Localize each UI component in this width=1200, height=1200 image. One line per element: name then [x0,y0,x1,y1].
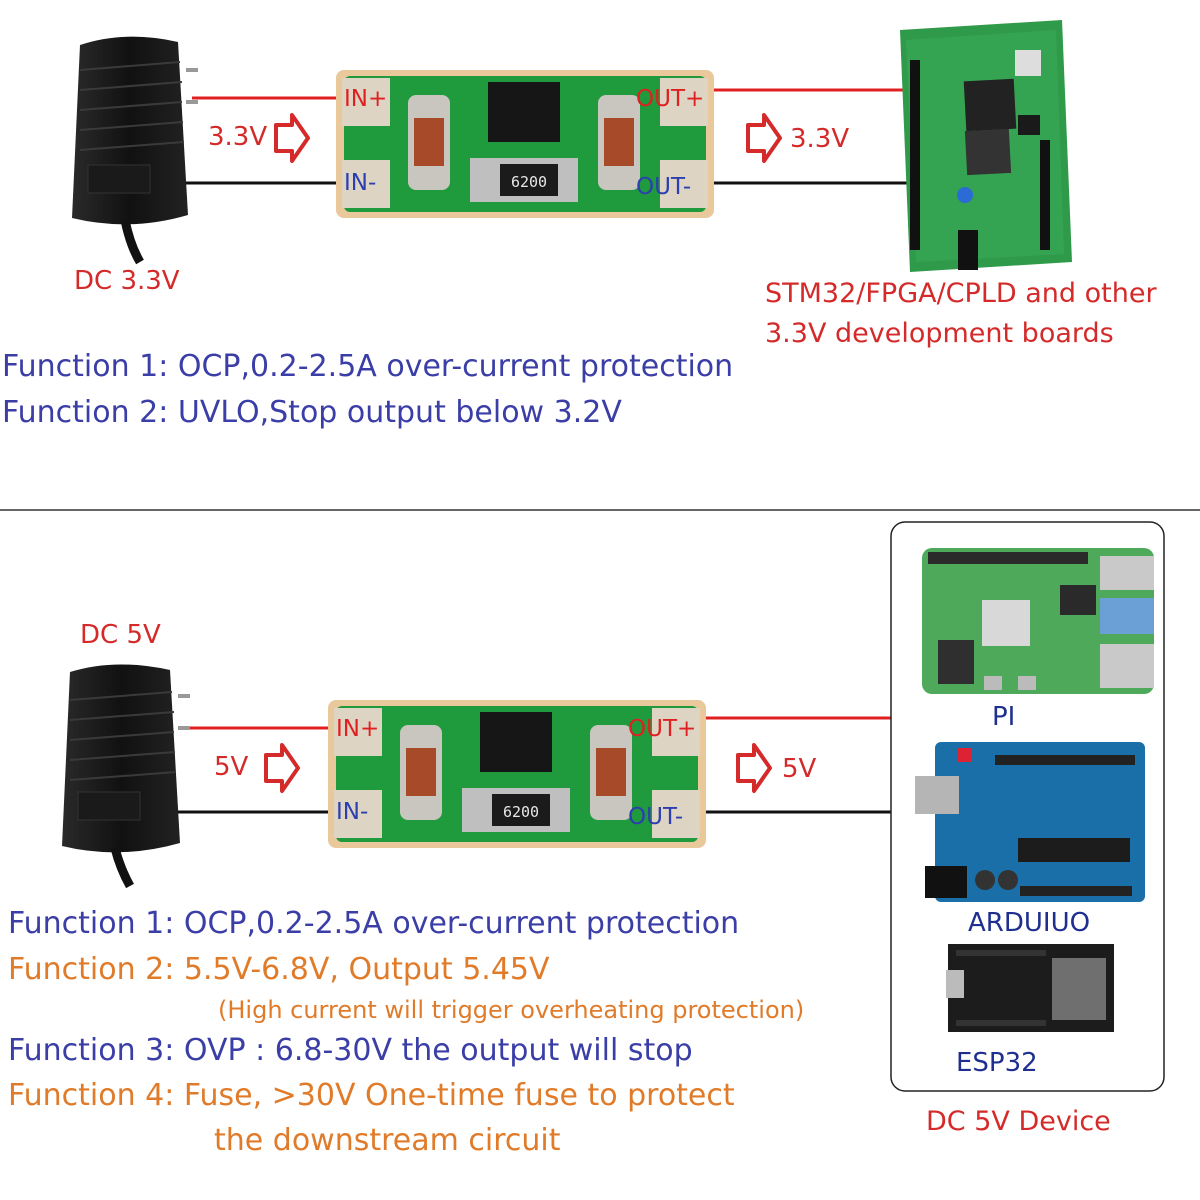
bottom-pin-in-minus: IN- [336,799,369,825]
esp32-board-icon [946,944,1114,1032]
top-input-arrow-icon [274,113,310,163]
arduino-board-icon [915,742,1145,902]
top-function-1: Function 1: OCP,0.2-2.5A over-current pr… [2,349,734,384]
top-pin-in-plus: IN+ [344,86,388,112]
bottom-output-voltage-label: 5V [782,754,817,784]
top-function-2: Function 2: UVLO,Stop output below 3.2V [2,395,622,430]
top-input-label: DC 3.3V [74,266,180,296]
bottom-function-2-note: (High current will trigger overheating p… [218,996,805,1024]
bottom-pin-out-plus: OUT+ [628,716,697,742]
bottom-input-label: DC 5V [80,620,161,650]
bottom-input-voltage-label: 5V [214,752,249,782]
bottom-power-adapter-icon [62,664,190,889]
raspberry-pi-board-icon [922,548,1154,694]
top-output-arrow-icon [746,113,782,163]
device-label-pi: PI [992,702,1016,732]
top-input-voltage-label: 3.3V [208,122,268,152]
top-target-label-line2: 3.3V development boards [765,318,1114,349]
bottom-function-3: Function 3: OVP : 6.8-30V the output wil… [8,1033,693,1068]
bottom-chip-marking: 6200 [503,803,539,821]
bottom-function-4-cont: the downstream circuit [214,1123,561,1158]
top-pin-out-minus: OUT- [636,174,692,200]
device-label-arduino: ARDUIUO [968,908,1091,938]
top-chip-marking: 6200 [511,173,547,191]
top-protection-module-icon: 6200 [336,70,714,218]
bottom-pin-in-plus: IN+ [336,716,380,742]
bottom-input-arrow-icon [264,743,300,793]
top-output-voltage-label: 3.3V [790,124,850,154]
bottom-function-2: Function 2: 5.5V-6.8V, Output 5.45V [8,952,550,987]
bottom-function-1: Function 1: OCP,0.2-2.5A over-current pr… [8,906,740,941]
bottom-output-arrow-icon [736,743,772,793]
device-label-esp32: ESP32 [956,1048,1038,1078]
bottom-protection-module-icon: 6200 [328,700,706,848]
top-target-label-line1: STM32/FPGA/CPLD and other [765,278,1157,309]
bottom-pin-out-minus: OUT- [628,804,684,830]
devices-caption: DC 5V Device [926,1106,1111,1137]
bottom-function-4: Function 4: Fuse, >30V One-time fuse to … [8,1078,735,1113]
top-pin-out-plus: OUT+ [636,86,705,112]
stm32-board-icon [900,20,1072,272]
top-pin-in-minus: IN- [344,170,377,196]
top-power-adapter-icon [72,36,198,265]
